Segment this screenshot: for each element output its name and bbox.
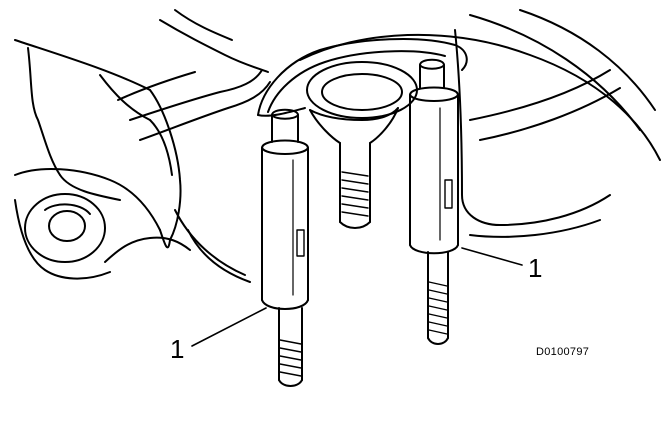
callout-number-left: 1 <box>170 334 184 364</box>
housing-boss <box>24 193 106 263</box>
center-bolt <box>309 107 399 229</box>
curved-housing-arcs <box>174 9 661 283</box>
callout-leader-right <box>461 247 523 266</box>
center-bolt-thread <box>341 171 369 217</box>
engine-block-housing <box>14 39 191 280</box>
mounting-flange <box>257 37 468 119</box>
guide-pin-right-thread <box>428 281 448 335</box>
callout-leader-left <box>191 307 267 347</box>
callout-number-right: 1 <box>528 253 542 283</box>
guide-pin-right <box>409 58 459 345</box>
document-id: D0100797 <box>536 346 589 358</box>
guide-pin-left <box>261 108 309 387</box>
guide-pin-left-thread <box>279 339 302 377</box>
background-rod <box>117 9 271 141</box>
